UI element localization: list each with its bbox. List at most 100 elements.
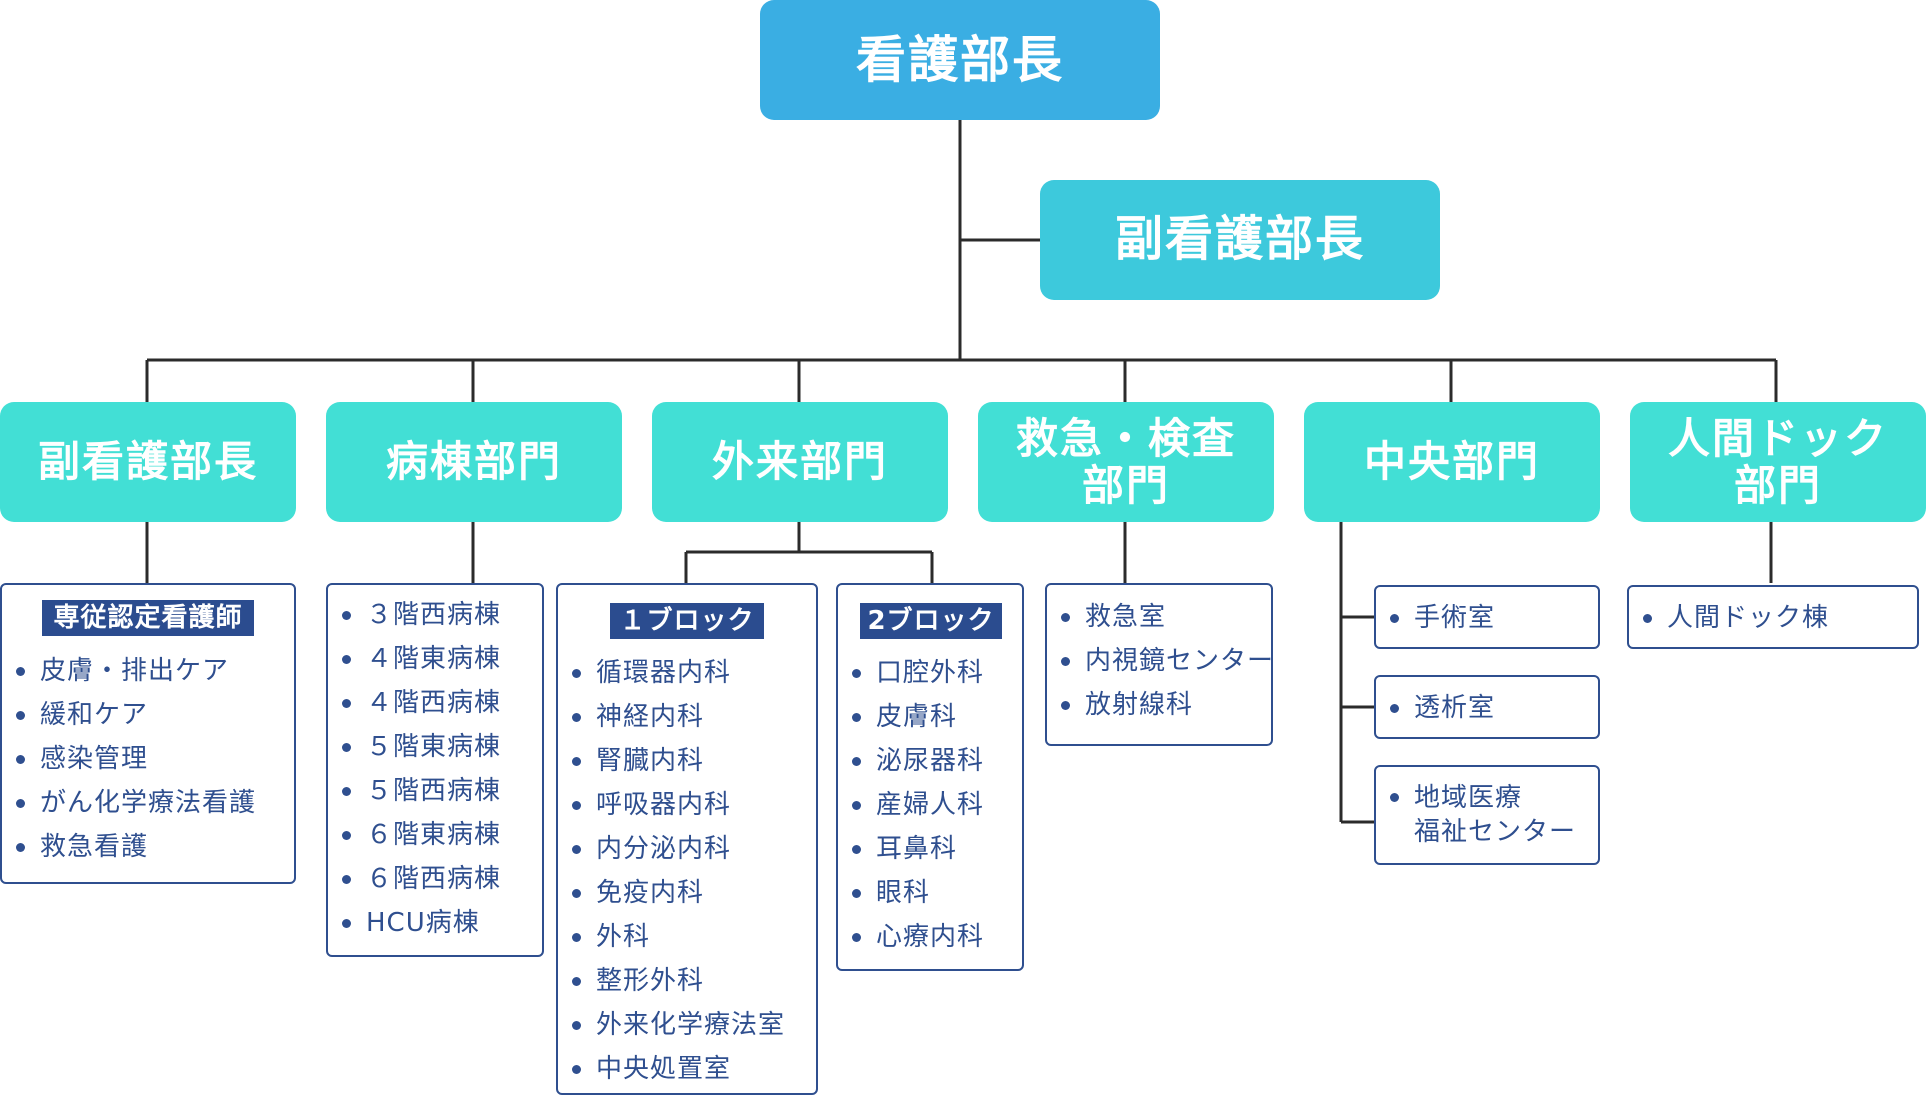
list-item: 人間ドック棟: [1629, 596, 1917, 640]
bullet-icon: [572, 713, 581, 722]
dept-emergency-label-2: 部門: [1081, 461, 1170, 510]
list-item: ５階西病棟: [328, 769, 542, 813]
bullet-icon: [1061, 613, 1070, 622]
bullet-icon: [572, 977, 581, 986]
list-item: 呼吸器内科: [558, 783, 816, 827]
bullet-icon: [16, 711, 25, 720]
bullet-icon: [342, 919, 351, 928]
central-box-operating: 手術室: [1374, 585, 1600, 649]
outpatient-block1-box: １ブロック 循環器内科 神経内科 腎臓内科 呼吸器内科 内分泌内科 免疫内科 外…: [556, 583, 818, 1095]
bullet-icon: [852, 669, 861, 678]
deputy-director-box: 副看護部長: [1040, 180, 1440, 300]
bullet-icon: [1390, 614, 1399, 623]
list-item: 緩和ケア: [2, 693, 294, 737]
emergency-list-box: 救急室 内視鏡センター 放射線科: [1045, 583, 1273, 746]
list-item: 地域医療 福祉センター: [1376, 777, 1598, 857]
bullet-icon: [16, 755, 25, 764]
list-item: 放射線科: [1047, 683, 1271, 727]
bullet-icon: [16, 799, 25, 808]
bullet-icon: [342, 875, 351, 884]
bullet-icon: [572, 889, 581, 898]
outpatient-block2-box: 2ブロック 口腔外科 皮膚科 泌尿器科 産婦人科 耳鼻科 眼科 心療内科: [836, 583, 1024, 971]
deputy-director-label: 副看護部長: [1114, 211, 1365, 268]
list-item: 内視鏡センター: [1047, 639, 1273, 683]
central-box-dialysis: 透析室: [1374, 675, 1600, 739]
list-item: 外来化学療法室: [558, 1003, 816, 1047]
bullet-icon: [852, 845, 861, 854]
dept-ward: 病棟部門: [326, 402, 622, 522]
bullet-icon: [342, 787, 351, 796]
dept-deputy-label: 副看護部長: [37, 437, 258, 487]
bullet-icon: [572, 669, 581, 678]
ward-list-box: ３階西病棟 ４階東病棟 ４階西病棟 ５階東病棟 ５階西病棟 ６階東病棟 ６階西病…: [326, 583, 544, 957]
list-item: 腎臓内科: [558, 739, 816, 783]
bullet-icon: [1390, 704, 1399, 713]
list-item: 整形外科: [558, 959, 816, 1003]
bullet-icon: [1061, 701, 1070, 710]
list-item: ４階西病棟: [328, 681, 542, 725]
dept-dock-label: 人間ドック: [1667, 413, 1888, 463]
list-item: ４階東病棟: [328, 637, 542, 681]
list-item: 産婦人科: [838, 783, 1022, 827]
list-item: 泌尿器科: [838, 739, 1022, 783]
central-box-community: 地域医療 福祉センター: [1374, 765, 1600, 865]
bullet-icon: [342, 699, 351, 708]
list-item: 眼科: [838, 871, 1022, 915]
block2-header: 2ブロック: [860, 603, 1002, 639]
bullet-icon: [572, 933, 581, 942]
dept-deputy: 副看護部長: [0, 402, 296, 522]
list-item: 口腔外科: [838, 651, 1022, 695]
deputy-list-box: 専従認定看護師 皮膚・排出ケア 緩和ケア 感染管理 がん化学療法看護 救急看護: [0, 583, 296, 884]
list-item: 循環器内科: [558, 651, 816, 695]
list-item: ６階西病棟: [328, 857, 542, 901]
dept-dock: 人間ドック 部門: [1630, 402, 1926, 522]
list-item: 免疫内科: [558, 871, 816, 915]
bullet-icon: [572, 1065, 581, 1074]
list-item: ５階東病棟: [328, 725, 542, 769]
dept-emergency: 救急・検査 部門: [978, 402, 1274, 522]
bullet-icon: [1390, 793, 1399, 802]
list-item: 外科: [558, 915, 816, 959]
dept-central: 中央部門: [1304, 402, 1600, 522]
block1-header: １ブロック: [610, 603, 764, 639]
dept-central-label: 中央部門: [1363, 437, 1540, 487]
deputy-list-header: 専従認定看護師: [42, 600, 254, 636]
dept-outpatient-label: 外来部門: [711, 437, 888, 487]
list-item: 内分泌内科: [558, 827, 816, 871]
dept-dock-label-2: 部門: [1733, 461, 1822, 510]
bullet-icon: [342, 831, 351, 840]
list-item: 手術室: [1376, 596, 1598, 640]
list-item: ３階西病棟: [328, 593, 542, 637]
bullet-icon: [572, 845, 581, 854]
bullet-icon: [16, 667, 25, 676]
list-item: 神経内科: [558, 695, 816, 739]
bullet-icon: [342, 611, 351, 620]
list-item: 感染管理: [2, 737, 294, 781]
dept-outpatient: 外来部門: [652, 402, 948, 522]
bullet-icon: [342, 743, 351, 752]
bullet-icon: [572, 757, 581, 766]
bullet-icon: [852, 933, 861, 942]
bullet-icon: [852, 889, 861, 898]
list-item: HCU病棟: [328, 901, 542, 945]
bullet-icon: [852, 713, 861, 722]
bullet-icon: [852, 757, 861, 766]
list-item: 救急看護: [2, 825, 294, 869]
list-item: 皮膚・排出ケア: [2, 649, 294, 693]
list-item: 耳鼻科: [838, 827, 1022, 871]
list-item: がん化学療法看護: [2, 781, 294, 825]
bullet-icon: [572, 1021, 581, 1030]
list-item: 中央処置室: [558, 1047, 816, 1091]
list-item: 救急室: [1047, 595, 1271, 639]
bullet-icon: [1643, 614, 1652, 623]
list-item: 心療内科: [838, 915, 1022, 959]
dept-ward-label: 病棟部門: [385, 437, 562, 487]
list-item: 皮膚科: [838, 695, 1022, 739]
bullet-icon: [342, 655, 351, 664]
dept-emergency-label: 救急・検査: [1015, 413, 1236, 463]
bullet-icon: [852, 801, 861, 810]
list-item: ６階東病棟: [328, 813, 542, 857]
director-box: 看護部長: [760, 0, 1160, 120]
director-label: 看護部長: [856, 31, 1064, 89]
